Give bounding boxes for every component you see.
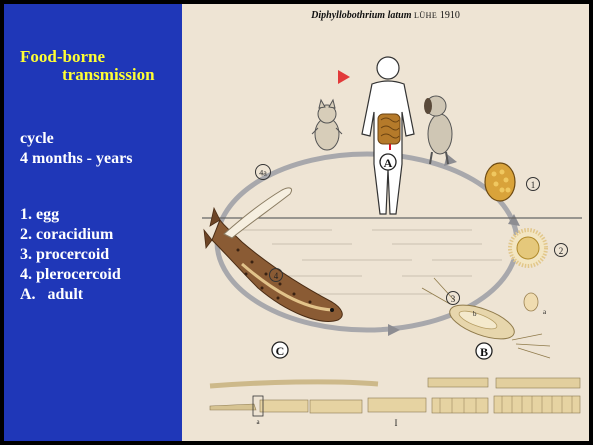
duration-text: 4 months - years [20,150,132,168]
adult-tapeworm-strips [210,378,580,416]
life-cycle-illustration: A 1 [182,4,589,441]
label-2: 2 [559,246,564,256]
left-text-panel: Food-borne transmission cycle 4 months -… [4,4,182,441]
heading-line-1: Food-borne [20,48,105,66]
procercoid-small-illustration [524,293,538,311]
label-small-a: a [543,308,547,316]
cat-icon [312,100,342,150]
stage-item-plerocercoid: 4. plerocercoid [20,266,121,284]
cycle-label: cycle [20,130,54,148]
label-4a: 4a [259,169,267,178]
label-small-b: b [473,310,477,318]
life-cycle-figure: Diphyllobothrium latum LÜHE 1910 [182,4,589,441]
label-strip-a: a [256,418,260,426]
dog-icon [424,96,452,164]
stage-item-adult: A. adult [20,286,83,304]
label-C: C [276,344,285,358]
egg-illustration [485,163,515,201]
stage-item-egg: 1. egg [20,206,59,224]
cycle-loop [217,154,517,330]
label-B: B [480,345,488,359]
label-1: 1 [531,180,536,190]
red-pointer-icon [338,70,350,84]
heading-line-2: transmission [62,66,155,84]
stage-item-coracidium: 2. coracidium [20,226,113,244]
label-strip-I: I [395,418,398,428]
label-A: A [384,156,393,170]
stage-item-procercoid: 3. procercoid [20,246,109,264]
label-4: 4 [274,271,279,281]
coracidium-illustration [510,230,546,266]
human-host-figure [362,57,414,214]
label-3: 3 [451,294,456,304]
